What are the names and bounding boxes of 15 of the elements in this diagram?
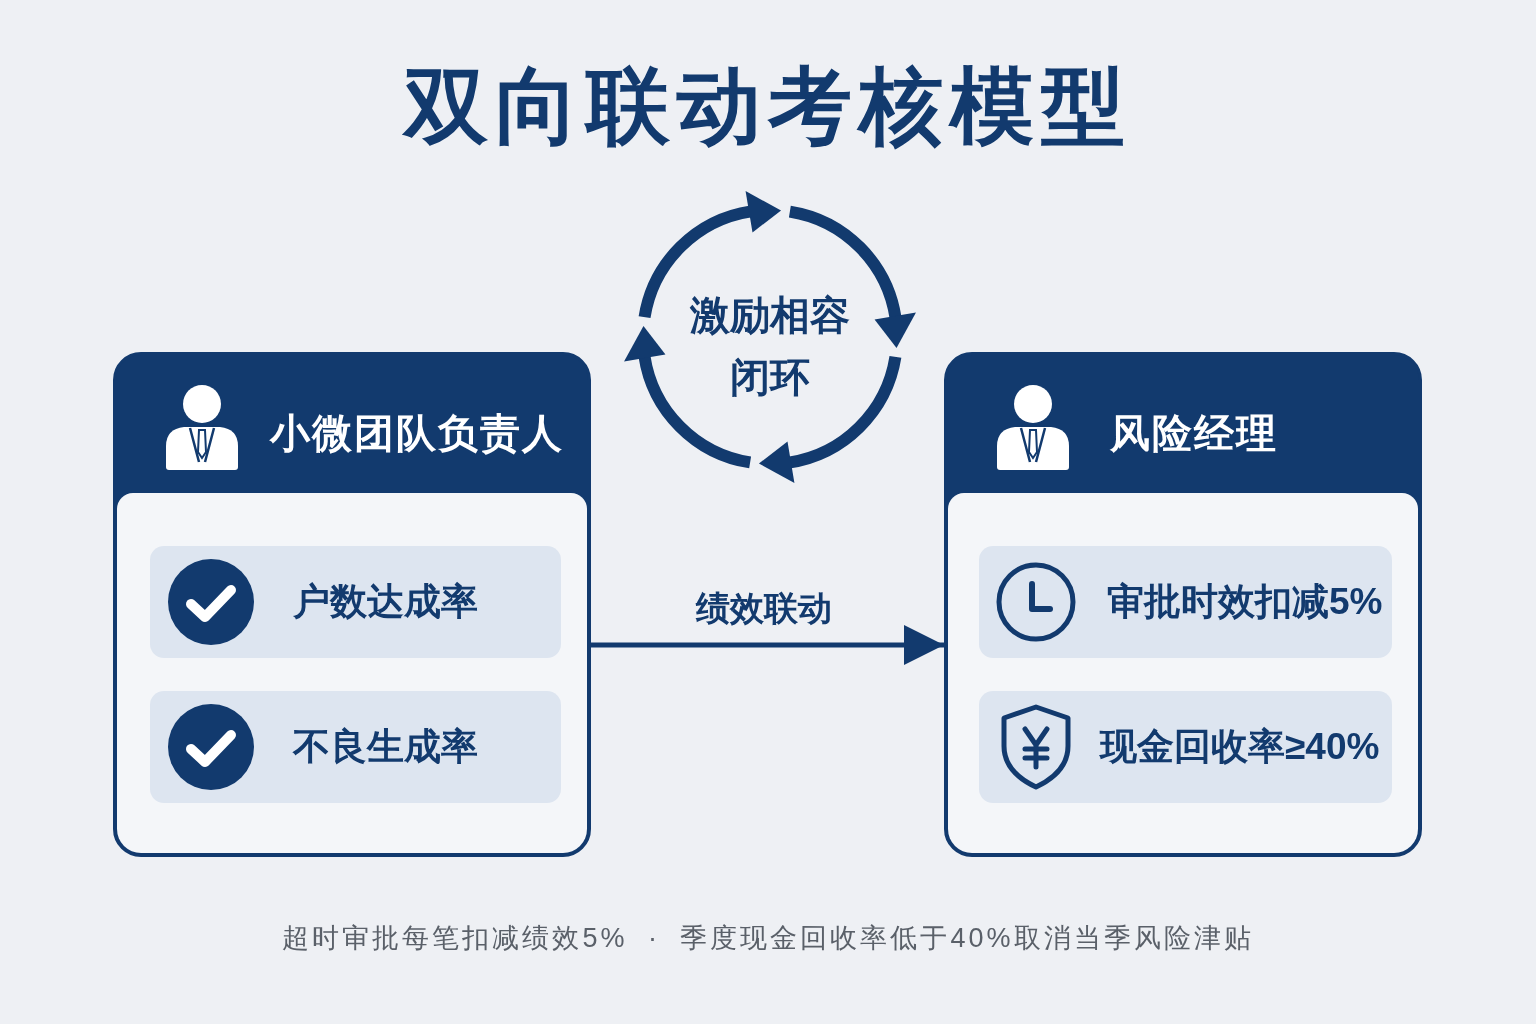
metric-label: 现金回收率≥40% bbox=[1100, 725, 1380, 769]
metric-panel bbox=[979, 691, 1392, 803]
metric-label: 不良生成率 bbox=[293, 725, 478, 769]
caption-text: 超时审批每笔扣减绩效5% · 季度现金回收率低于40%取消当季风险津贴 bbox=[282, 922, 1254, 955]
metric-panel bbox=[150, 546, 561, 658]
diagram-title: 双向联动考核模型 bbox=[404, 58, 1132, 155]
arrow bbox=[591, 625, 944, 665]
metric-label: 审批时效扣减5% bbox=[1107, 580, 1383, 624]
role-card bbox=[113, 352, 591, 857]
metric-panel bbox=[150, 691, 561, 803]
card-title: 小微团队负责人 bbox=[270, 410, 564, 457]
metric-panel bbox=[979, 546, 1392, 658]
card-title: 风险经理 bbox=[1110, 410, 1278, 457]
role-card bbox=[944, 352, 1422, 857]
metric-label: 户数达成率 bbox=[293, 580, 478, 624]
